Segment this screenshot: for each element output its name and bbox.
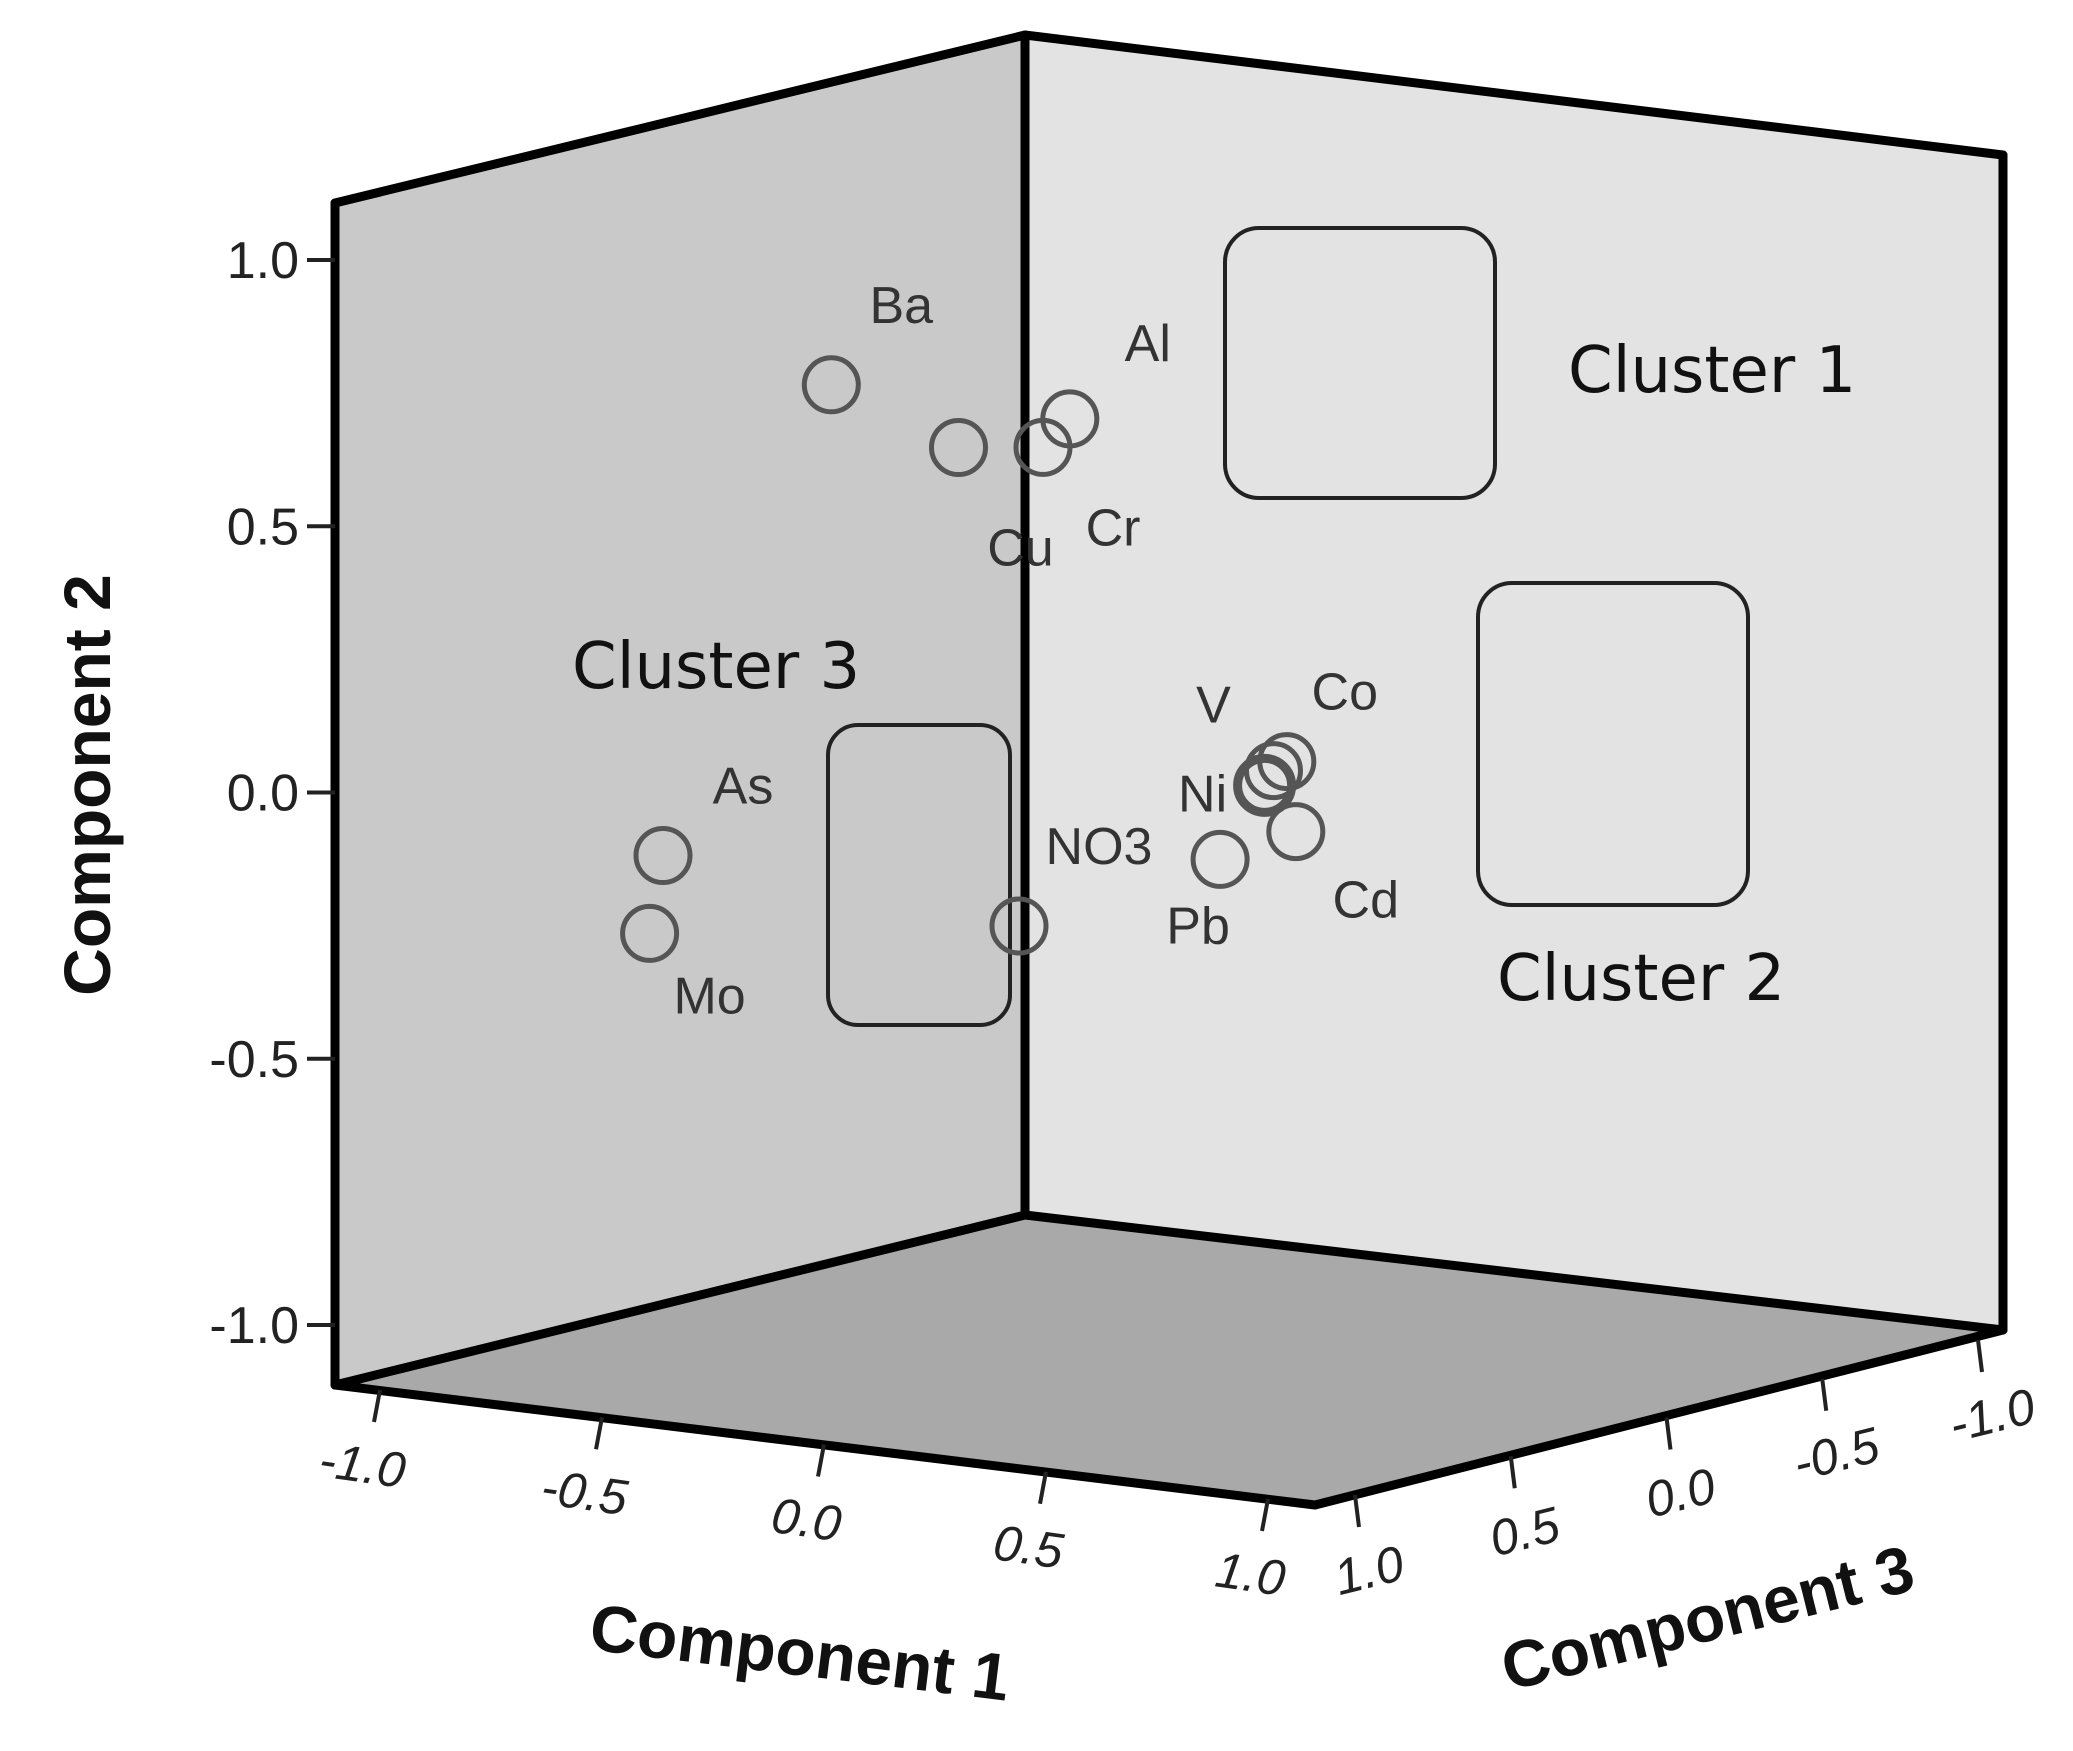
cluster-2-box — [1476, 581, 1750, 907]
x-tick-mark — [594, 1416, 604, 1450]
x-tick-label: -0.5 — [538, 1459, 631, 1526]
frame-edges — [330, 30, 2008, 1510]
point-label-pb: Pb — [1166, 897, 1230, 955]
point-marker-cr — [1013, 417, 1073, 477]
frame-edge-floor-front-right — [1310, 1325, 2008, 1510]
y-tick-label: -0.5 — [209, 1031, 299, 1089]
x-tick-mark — [1038, 1471, 1048, 1505]
x-tick-label: 0.5 — [990, 1514, 1067, 1579]
z-tick-mark — [1976, 1339, 1984, 1373]
frame-edge-floor-back-left — [330, 1210, 1030, 1390]
point-label-al: Al — [1125, 315, 1171, 373]
y-tick-label: -1.0 — [209, 1297, 299, 1355]
point-label-ni: Ni — [1178, 765, 1227, 823]
point-label-v: V — [1196, 677, 1231, 735]
z-tick-label: -1.0 — [1943, 1378, 2040, 1453]
cluster-2-label: Cluster 2 — [1497, 942, 1785, 1016]
point-marker-no3 — [989, 896, 1049, 956]
component-1-ticks: -1.0 -0.5 0.0 0.5 1.0 — [316, 1389, 1289, 1607]
back-left-wall — [335, 35, 1025, 1385]
z-tick-mark — [1820, 1378, 1829, 1411]
z-tick-mark — [1664, 1417, 1673, 1450]
back-right-wall — [1025, 35, 2003, 1330]
point-label-ba: Ba — [869, 277, 933, 335]
point-label-no3: NO3 — [1046, 818, 1153, 876]
point-label-as: As — [713, 758, 774, 816]
cluster-1-label: Cluster 1 — [1568, 334, 1856, 408]
z-tick-mark — [1508, 1456, 1517, 1489]
point-marker-pb — [1190, 829, 1250, 889]
x-tick-label: -1.0 — [316, 1431, 409, 1498]
point-marker-ba — [801, 355, 861, 415]
cluster-3-label: Cluster 3 — [572, 630, 860, 704]
axis-title-component-3: Component 3 — [1494, 1531, 1921, 1705]
point-marker-cd — [1266, 802, 1326, 862]
point-label-cr: Cr — [1086, 499, 1141, 557]
x-tick-label: 1.0 — [1212, 1542, 1289, 1607]
axis-title-component-1: Component 1 — [586, 1590, 1014, 1715]
component-2-ticks: -1.0 -0.5 0.0 0.5 1.0 — [209, 232, 335, 1355]
point-marker-ni — [1233, 753, 1297, 817]
axis-title-component-2: Component 2 — [50, 574, 124, 996]
x-tick-mark — [372, 1389, 382, 1423]
z-tick-label: 0.5 — [1484, 1496, 1565, 1567]
point-label-co: Co — [1312, 664, 1378, 722]
point-label-cu: Cu — [987, 520, 1053, 578]
y-tick-label: 0.5 — [227, 498, 299, 556]
frame-edge-right-top — [1020, 30, 2008, 160]
z-tick-label: 0.0 — [1640, 1457, 1721, 1528]
x-tick-mark — [1260, 1498, 1270, 1532]
z-tick-mark — [1353, 1494, 1361, 1528]
point-marker-mo — [620, 903, 680, 963]
point-marker-cu — [929, 418, 988, 477]
point-marker-as — [633, 826, 693, 885]
y-tick-label: 0.0 — [227, 765, 299, 823]
data-points — [620, 355, 1326, 963]
point-label-mo: Mo — [673, 967, 745, 1025]
point-label-cd: Cd — [1333, 872, 1399, 930]
cluster-3-box — [826, 723, 1012, 1027]
frame-edge-left-top — [330, 30, 1030, 208]
z-tick-label: -0.5 — [1788, 1417, 1885, 1492]
y-tick-label: 1.0 — [227, 232, 299, 290]
x-tick-mark — [816, 1444, 826, 1477]
frame-edge-floor-back-right — [1020, 1210, 2008, 1335]
x-tick-label: 0.0 — [768, 1487, 845, 1552]
cluster-1-box — [1223, 226, 1497, 500]
z-tick-label: 1.0 — [1328, 1535, 1409, 1606]
cluster-boxes — [826, 226, 1750, 1027]
